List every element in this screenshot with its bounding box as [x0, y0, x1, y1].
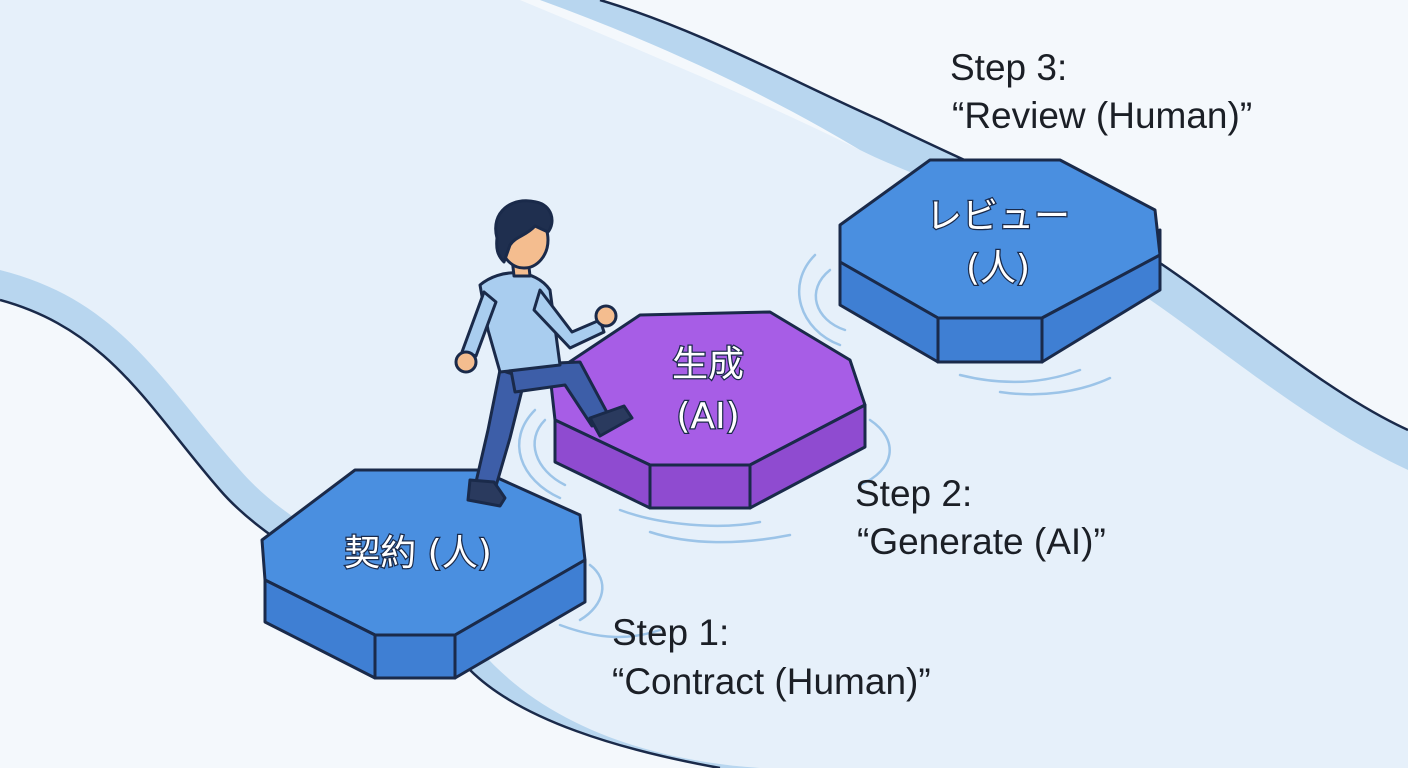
- person-walking: [454, 199, 634, 508]
- person-front-hand: [594, 304, 618, 328]
- stone-review-front-center: [936, 316, 1044, 364]
- person-hair: [494, 199, 554, 264]
- river-bank-left: [0, 270, 760, 768]
- stone-generate: 生成 (AI): [548, 310, 867, 510]
- stone-review-front-right: [1040, 253, 1162, 364]
- stone-review-label-line2: (人): [966, 248, 1030, 289]
- person-back-arm: [460, 290, 498, 358]
- stone-contract: 契約 (人): [260, 468, 587, 680]
- step1-caption-line2: “Contract (Human)”: [612, 661, 931, 702]
- step2-caption-line1: Step 2:: [855, 473, 972, 514]
- step3-caption-line1: Step 3:: [950, 47, 1067, 88]
- stone-review-label-line1: レビュー: [926, 196, 1070, 237]
- step1-caption-line1: Step 1:: [612, 612, 729, 653]
- step-captions: Step 3: “Review (Human)” Step 2: “Genera…: [612, 47, 1252, 702]
- stone-contract-label: 契約 (人): [344, 533, 492, 574]
- stone-review: レビュー (人): [838, 158, 1162, 364]
- person-back-hand: [454, 350, 478, 374]
- person-back-shoe: [466, 478, 507, 508]
- water-ripples: [518, 253, 1112, 639]
- stone-generate-label-line2: (AI): [676, 396, 739, 437]
- person-front-shoe: [588, 404, 634, 438]
- step2-caption-line2: “Generate (AI)”: [857, 521, 1106, 562]
- stone-contract-front-center: [373, 633, 457, 680]
- person-front-leg: [508, 360, 612, 428]
- stone-generate-front-center: [648, 463, 752, 510]
- stone-contract-front-right: [453, 558, 587, 680]
- stone-generate-label-line1: 生成: [672, 344, 744, 385]
- stone-generate-front-right: [748, 403, 867, 510]
- person-front-arm: [532, 288, 606, 350]
- step3-caption-line2: “Review (Human)”: [952, 95, 1252, 136]
